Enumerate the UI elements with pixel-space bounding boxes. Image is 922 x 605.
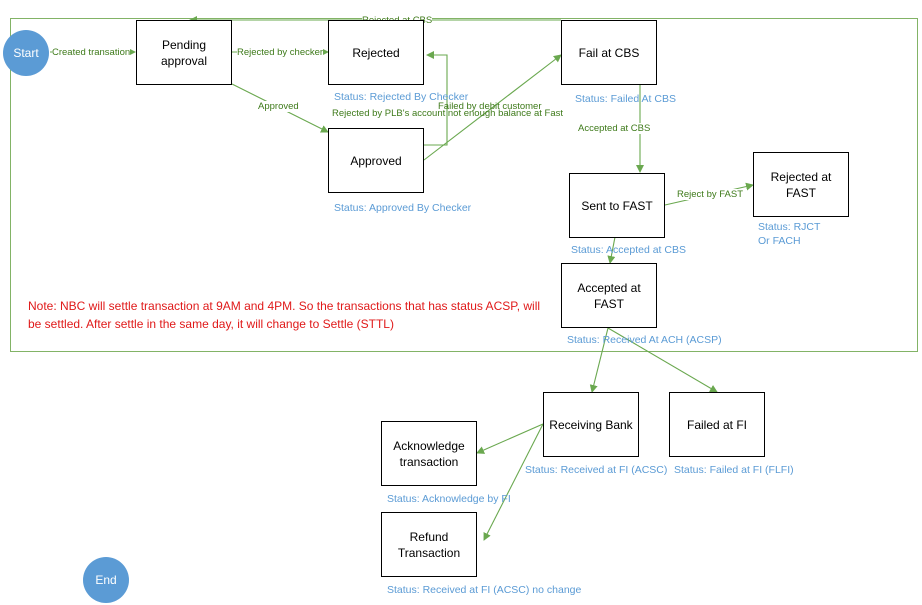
state-fail-at-cbs[interactable]: Fail at CBS <box>561 20 657 85</box>
edge-label-rejected-by-checker: Rejected by checker <box>237 47 324 58</box>
status-approved: Status: Approved By Checker <box>334 202 472 214</box>
edge-approved-to-rejected <box>424 51 448 146</box>
edge-label-failed-by-debit-customer: Failed by debit customer <box>438 101 542 112</box>
state-pending-approval[interactable]: Pending approval <box>136 20 232 85</box>
edge-approved-to-failcbs <box>423 54 562 161</box>
state-acknowledge-transaction[interactable]: Acknowledge transaction <box>381 421 477 486</box>
edge-label-rejected-by-plb: Rejected by PLB's account not enough bal… <box>332 108 564 119</box>
end-node[interactable]: End <box>83 557 129 603</box>
edge-label-reject-by-fast: Reject by FAST <box>677 189 743 200</box>
settlement-note: Note: NBC will settle transaction at 9AM… <box>28 299 541 331</box>
start-node[interactable]: Start <box>3 30 49 76</box>
status-failed-at-fi: Status: Failed at FI (FLFI) <box>674 464 794 476</box>
state-accepted-at-fast[interactable]: Accepted at FAST <box>561 263 657 328</box>
edge-label-approved: Approved <box>258 101 299 112</box>
status-fail-at-cbs: Status: Failed At CBS <box>575 93 676 105</box>
fast-system-boundary <box>10 18 918 352</box>
state-sent-to-fast[interactable]: Sent to FAST <box>569 173 665 238</box>
edge-receivingbank-to-refund <box>483 423 544 541</box>
status-accepted-at-fast: Status: Received At ACH (ACSP) <box>567 334 722 346</box>
edge-acceptedfast-to-failedfi <box>607 327 718 393</box>
state-rejected-at-fast[interactable]: Rejected at FAST <box>753 152 849 217</box>
edge-label-created-transaction: Created transation <box>52 47 131 58</box>
state-failed-at-fi[interactable]: Failed at FI <box>669 392 765 457</box>
status-receiving-bank: Status: Received at FI (ACSC) <box>525 464 668 476</box>
edge-label-accepted-at-cbs: Accepted at CBS <box>578 123 651 134</box>
state-receiving-bank[interactable]: Receiving Bank <box>543 392 639 457</box>
status-sent-to-fast: Status: Accepted at CBS <box>571 244 686 256</box>
status-rejected-at-fast: Status: RJCT Or FACH <box>758 221 821 247</box>
edge-receivingbank-to-acknowledge <box>476 423 544 454</box>
edge-acceptedfast-to-receivingbank <box>589 327 609 393</box>
status-refund-transaction: Status: Received at FI (ACSC) no change <box>387 584 582 596</box>
state-approved[interactable]: Approved <box>328 128 424 193</box>
status-acknowledge-transaction: Status: Acknowledge by FI <box>387 493 511 505</box>
state-refund-transaction[interactable]: Refund Transaction <box>381 512 477 577</box>
status-rejected: Status: Rejected By Checker <box>334 91 469 103</box>
state-rejected[interactable]: Rejected <box>328 20 424 85</box>
edge-sentfast-to-acceptedfast <box>607 236 616 264</box>
